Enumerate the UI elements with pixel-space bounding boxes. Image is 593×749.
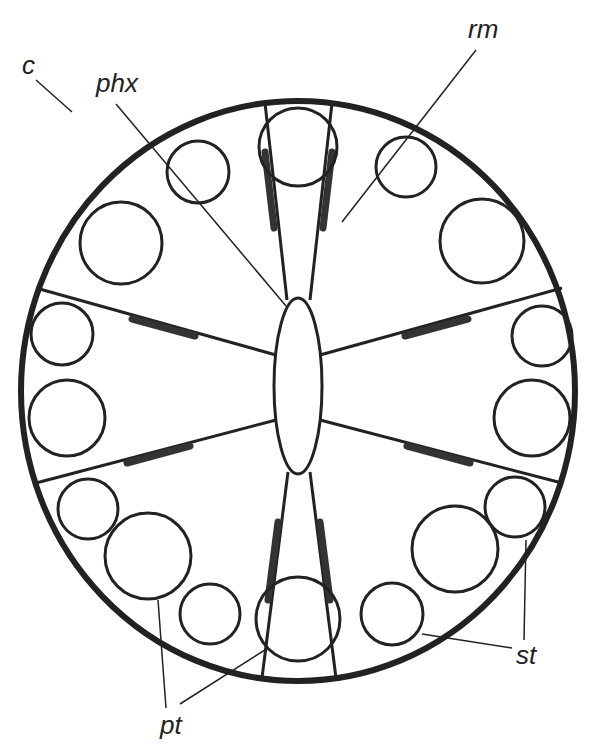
body-wall	[21, 101, 575, 681]
leader-lines	[36, 50, 526, 708]
part-label: st	[516, 642, 536, 668]
part-label: phx	[96, 70, 138, 96]
pharynx	[274, 298, 322, 474]
mesenteries	[36, 103, 562, 678]
part-label: rm	[468, 16, 498, 42]
part-label: c	[22, 52, 35, 78]
retractor-muscles	[127, 152, 470, 600]
tentacles	[29, 108, 572, 661]
part-label: pt	[160, 712, 182, 738]
